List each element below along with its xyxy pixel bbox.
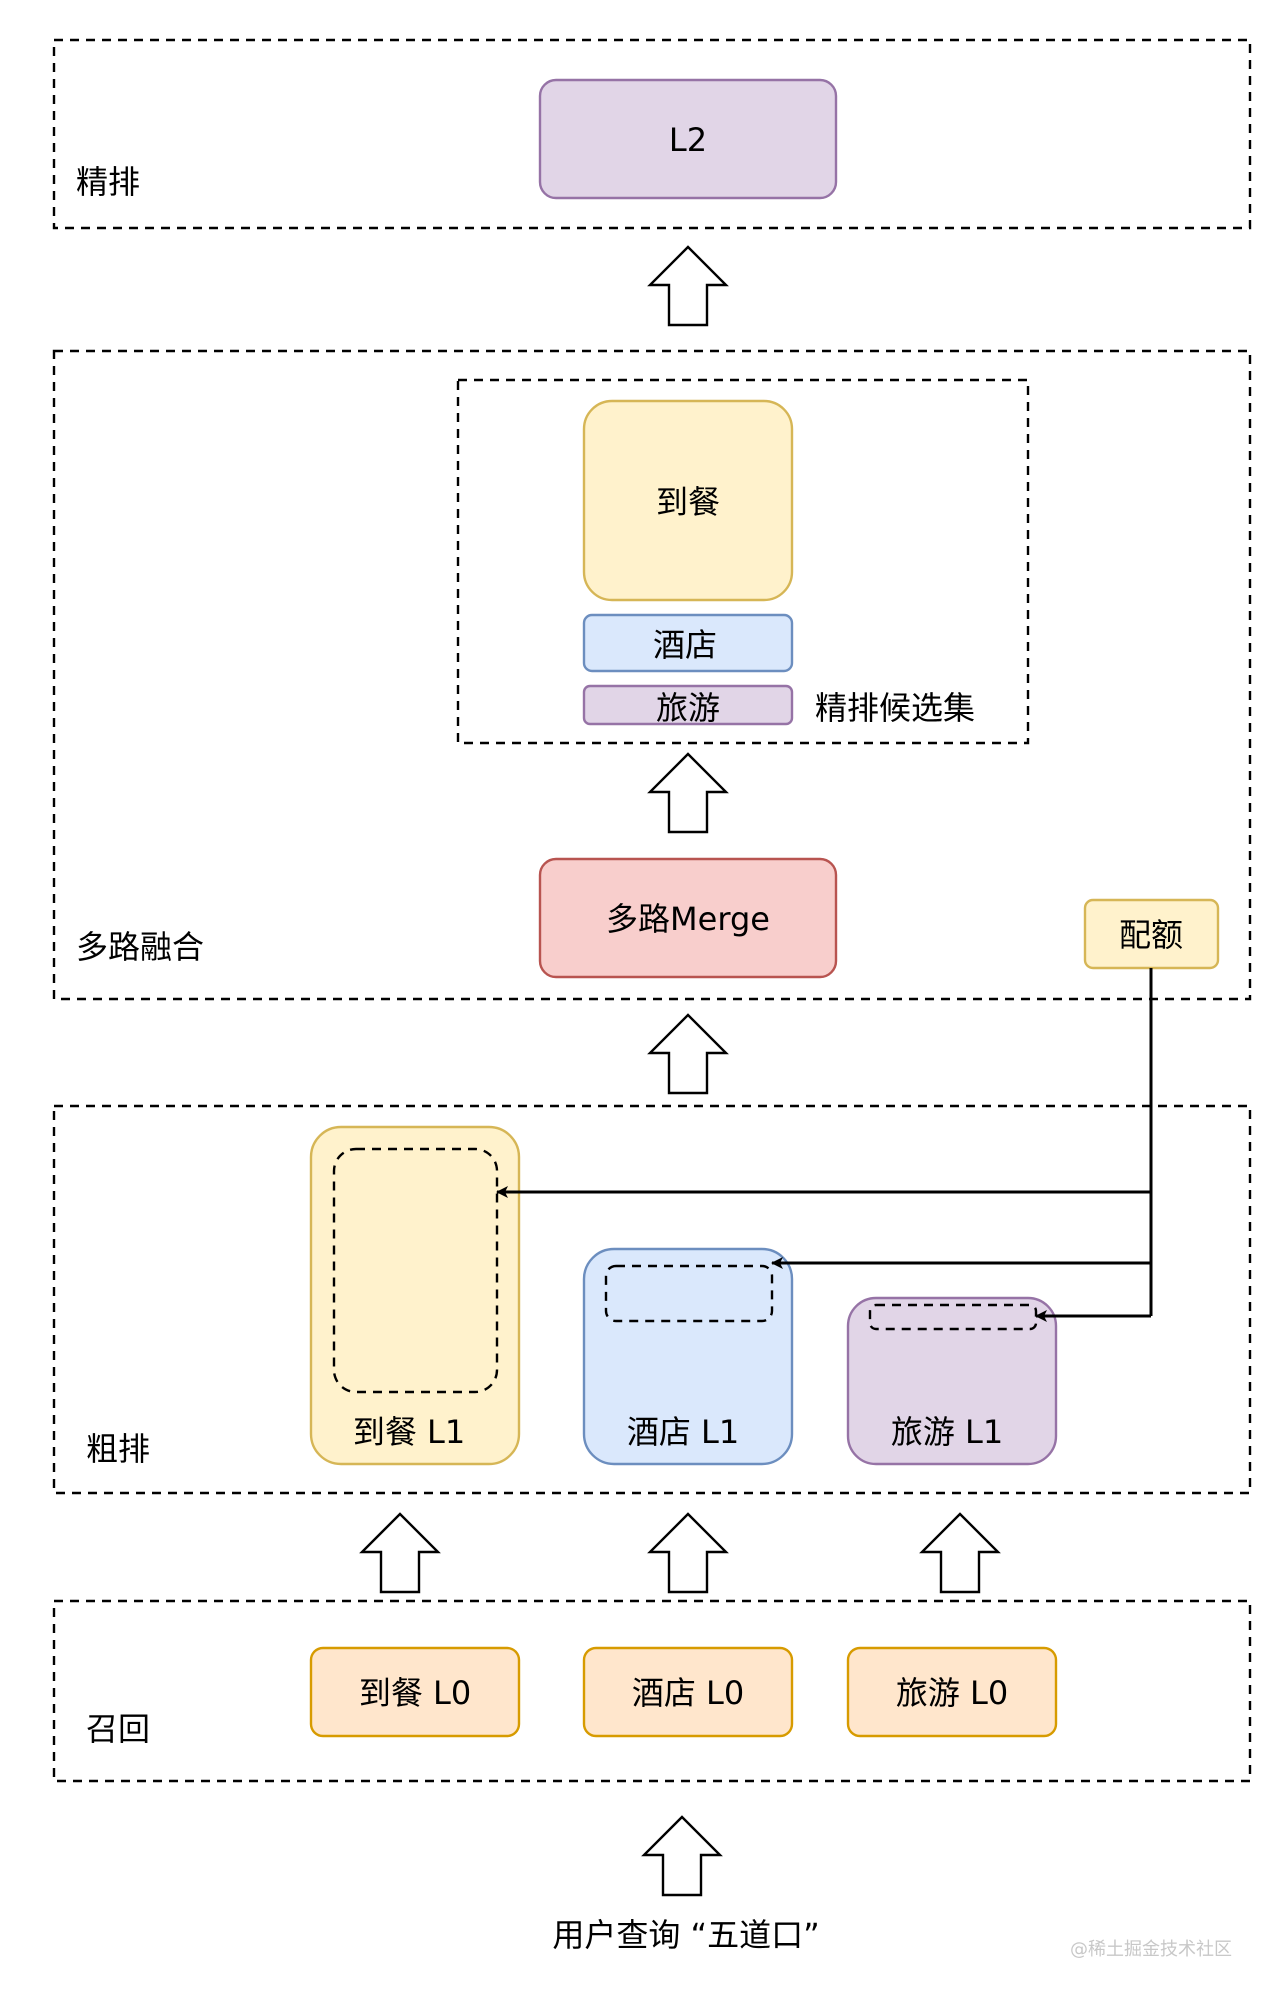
l1-hotel-node: 酒店 L1 — [582, 1247, 794, 1466]
l0-hotel-node: 酒店 L0 — [582, 1646, 794, 1738]
candidate-dining-label: 到餐 — [656, 483, 720, 521]
l2-node: L2 — [538, 78, 838, 200]
l2-label: L2 — [669, 121, 707, 159]
quota-label: 配额 — [1119, 916, 1183, 954]
layer-recall-label: 召回 — [86, 1710, 150, 1748]
watermark: @稀土掘金技术社区 — [1070, 1939, 1232, 1960]
merge-label: 多路Merge — [606, 900, 770, 938]
l1-travel-label: 旅游 L1 — [891, 1413, 1003, 1451]
l1-travel-quota-slot — [868, 1303, 1038, 1331]
layer-coarse-rank-label: 粗排 — [86, 1430, 150, 1468]
user-query-label: 用户查询 “五道口” — [552, 1916, 819, 1954]
up-arrow-to-candidate-set — [647, 752, 729, 834]
layer-fine-rank: 精排 — [52, 38, 1252, 230]
layer-coarse-rank: 粗排 — [52, 1104, 1252, 1495]
quota-node: 配额 — [1083, 898, 1220, 970]
candidate-hotel: 酒店 — [582, 613, 794, 673]
up-arrow-from-query — [641, 1815, 723, 1897]
up-arrow-to-fusion — [647, 1013, 729, 1095]
l0-travel-label: 旅游 L0 — [896, 1674, 1008, 1712]
l0-dining-label: 到餐 L0 — [359, 1674, 471, 1712]
candidate-set: 到餐 酒店 旅游 精排候选集 — [456, 378, 1030, 745]
l1-dining-label: 到餐 L1 — [353, 1413, 465, 1451]
candidate-travel: 旅游 — [582, 684, 794, 727]
layer-fusion: 多路融合 — [52, 349, 1252, 1001]
layer-fusion-label: 多路融合 — [76, 928, 204, 966]
l0-hotel-label: 酒店 L0 — [632, 1674, 744, 1712]
candidate-travel-label: 旅游 — [656, 689, 720, 727]
layer-fine-rank-label: 精排 — [76, 163, 140, 201]
l1-travel-node: 旅游 L1 — [846, 1296, 1058, 1466]
merge-node: 多路Merge — [538, 857, 838, 979]
up-arrow-to-l1-dining — [359, 1512, 441, 1594]
l1-dining-node: 到餐 L1 — [309, 1125, 521, 1466]
l0-travel-node: 旅游 L0 — [846, 1646, 1058, 1738]
l1-hotel-quota-slot — [604, 1264, 774, 1323]
candidate-dining: 到餐 — [582, 399, 794, 602]
l0-dining-node: 到餐 L0 — [309, 1646, 521, 1738]
up-arrow-to-l1-hotel — [647, 1512, 729, 1594]
up-arrow-to-l2 — [647, 245, 729, 327]
candidate-hotel-label: 酒店 — [653, 626, 717, 664]
layer-recall: 召回 — [52, 1599, 1252, 1783]
candidate-set-label: 精排候选集 — [815, 689, 975, 727]
l1-hotel-label: 酒店 L1 — [627, 1413, 739, 1451]
up-arrow-to-l1-travel — [919, 1512, 1001, 1594]
